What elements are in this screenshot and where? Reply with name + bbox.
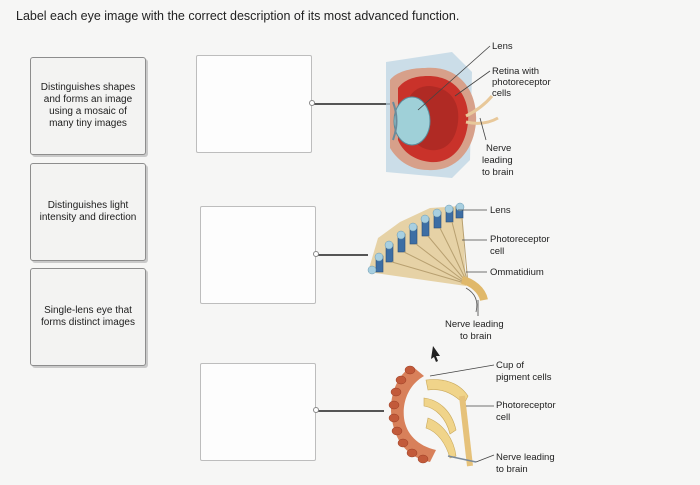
drop-zone-compound-eye[interactable] [200, 206, 316, 304]
label-pigment-cup: pigment cells [496, 372, 552, 383]
label-nerve: Nerve leading [445, 319, 504, 330]
drop-zone-camera-eye[interactable] [196, 55, 312, 153]
drop-zone-eye-cup[interactable] [200, 363, 316, 461]
label-nerve: Nerve leading [496, 452, 555, 463]
label-retina: cells [492, 88, 512, 99]
connector-dot [313, 251, 319, 257]
label-photoreceptor: Photoreceptor [496, 400, 556, 411]
choice-card-text: Distinguishes light intensity and direct… [39, 200, 137, 223]
compound-eye-diagram [367, 202, 488, 313]
choice-card-text: Distinguishes shapes and forms an image … [40, 82, 136, 129]
connector-line [316, 410, 384, 412]
label-nerve: Nerve [486, 143, 512, 154]
label-photoreceptor: cell [490, 246, 505, 257]
choice-card-text: Single-lens eye that forms distinct imag… [41, 305, 135, 328]
connector-line [312, 103, 390, 105]
label-photoreceptor: Photoreceptor [490, 234, 550, 245]
camera-eye-diagram [386, 52, 499, 178]
label-lens: Lens [492, 41, 513, 52]
label-retina: photoreceptor [492, 77, 551, 88]
label-nerve: leading [482, 155, 513, 166]
label-pigment-cup: Cup of [496, 360, 524, 371]
connector-line [316, 254, 368, 256]
instruction-text: Label each eye image with the correct de… [16, 9, 460, 23]
label-lens: Lens [490, 205, 511, 216]
label-retina: Retina with [492, 66, 539, 77]
choice-card-mosaic[interactable]: Distinguishes shapes and forms an image … [30, 57, 146, 155]
mouse-cursor-icon [431, 346, 440, 362]
choice-card-single-lens[interactable]: Single-lens eye that forms distinct imag… [30, 268, 146, 366]
choice-card-light-intensity[interactable]: Distinguishes light intensity and direct… [30, 163, 146, 261]
label-photoreceptor: cell [496, 412, 511, 423]
label-ommatidium: Ommatidium [490, 267, 544, 278]
label-nerve: to brain [496, 464, 528, 475]
eye-cup-diagram [388, 365, 477, 467]
label-nerve: to brain [482, 167, 514, 178]
label-nerve: to brain [460, 331, 492, 342]
connector-dot [309, 100, 315, 106]
connector-dot [313, 407, 319, 413]
